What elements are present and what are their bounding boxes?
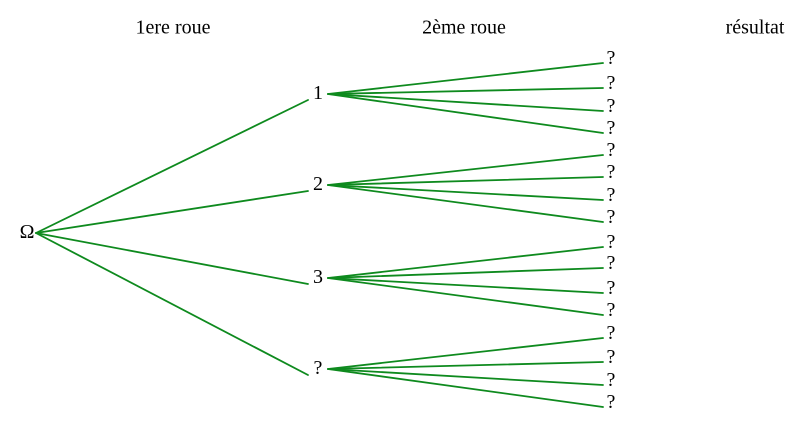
branch-node-to-leaf-6	[327, 176, 604, 186]
branch-node-to-leaf-2	[327, 87, 604, 95]
column-header-first-wheel: 1ere roue	[135, 16, 211, 39]
branch-node-to-leaf-5	[327, 154, 604, 186]
leaf-label-14: ?	[607, 346, 616, 368]
branch-node-to-leaf-10	[327, 267, 604, 279]
leaf-label-11: ?	[607, 277, 616, 299]
leaf-label-5: ?	[607, 139, 616, 161]
leaf-label-4: ?	[607, 117, 616, 139]
branch-node-to-leaf-16	[327, 368, 604, 408]
leaf-label-10: ?	[607, 252, 616, 274]
branch-node-to-leaf-15	[327, 368, 604, 386]
leaf-label-1: ?	[607, 47, 616, 69]
branch-node-to-leaf-1	[327, 62, 604, 95]
leaf-label-16: ?	[607, 391, 616, 413]
leaf-label-9: ?	[607, 231, 616, 253]
branch-node-to-leaf-4	[327, 93, 604, 134]
branch-root-to-node-1	[35, 99, 309, 234]
node-label-3: 3	[313, 266, 323, 288]
column-header-second-wheel: 2ème roue	[422, 16, 506, 39]
leaf-label-13: ?	[607, 322, 616, 344]
branch-node-to-leaf-13	[327, 337, 604, 370]
branch-node-to-leaf-11	[327, 277, 604, 294]
branch-root-to-node-2	[35, 190, 309, 234]
leaf-label-7: ?	[607, 184, 616, 206]
leaf-label-12: ?	[607, 299, 616, 321]
column-header-result: résultat	[725, 16, 785, 39]
branch-node-to-leaf-3	[327, 93, 604, 112]
branch-node-to-leaf-14	[327, 361, 604, 370]
branch-node-to-leaf-8	[327, 184, 604, 223]
root-label: Ω	[20, 221, 35, 243]
node-label-4: ?	[314, 357, 323, 379]
branch-root-to-node-3	[35, 232, 309, 285]
node-label-2: 2	[313, 173, 323, 195]
node-label-1: 1	[313, 82, 323, 104]
branch-root-to-node-4	[35, 232, 309, 376]
leaf-label-3: ?	[607, 95, 616, 117]
leaf-label-2: ?	[607, 72, 616, 94]
branch-node-to-leaf-7	[327, 184, 604, 201]
branch-node-to-leaf-12	[327, 277, 604, 316]
leaf-label-6: ?	[607, 161, 616, 183]
branch-node-to-leaf-9	[327, 246, 604, 279]
leaf-label-8: ?	[607, 206, 616, 228]
leaf-label-15: ?	[607, 369, 616, 391]
